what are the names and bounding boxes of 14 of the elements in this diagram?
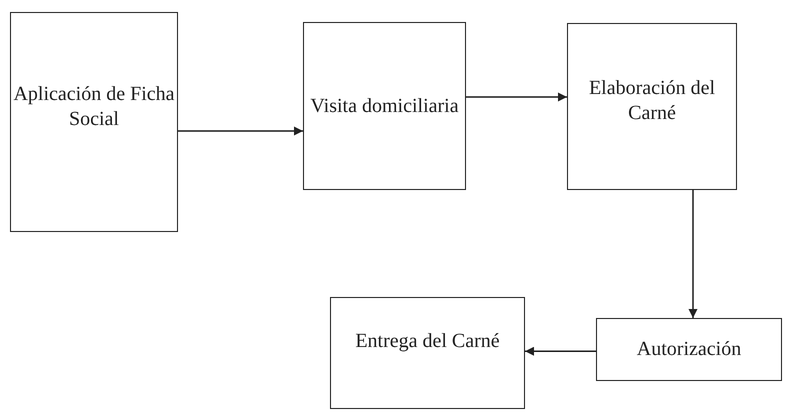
box-label: Aplicación de Ficha Social [12, 82, 176, 132]
process-box [10, 12, 178, 232]
process-box [303, 22, 466, 190]
box-label: Elaboración del Carné [588, 76, 716, 126]
arrow [178, 126, 303, 136]
box-label: Entrega del Carné [355, 328, 500, 354]
arrow [525, 346, 596, 356]
process-box [596, 318, 782, 381]
arrow [688, 190, 698, 318]
box-label: Autorización [636, 337, 742, 362]
process-box [330, 297, 525, 409]
process-box [567, 23, 737, 190]
arrow [466, 92, 567, 102]
box-label: Visita domiciliaria [310, 94, 459, 118]
